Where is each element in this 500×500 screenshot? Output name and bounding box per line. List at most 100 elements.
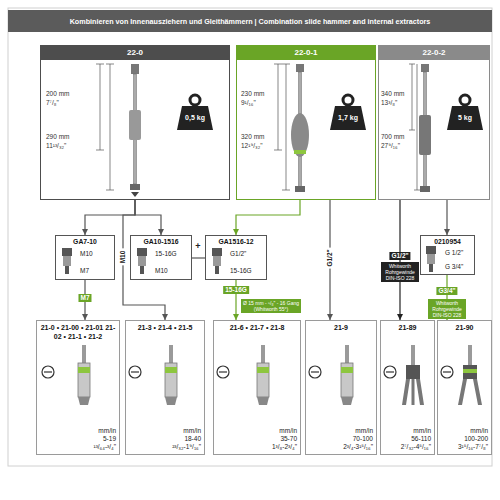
dimension-label: 11¹³/₃₂" bbox=[46, 142, 96, 150]
extractor-symbol bbox=[341, 345, 353, 405]
slide-hammer-box: 22-0-1 bbox=[236, 45, 376, 200]
dimension-label: 340 mm bbox=[381, 90, 411, 98]
adapter-box: GA7-10M10M7 bbox=[55, 235, 115, 280]
bore-icon bbox=[129, 366, 141, 378]
header-band bbox=[236, 45, 376, 59]
size-range: 2⁷/₃₂-4⁵/₁₆" bbox=[384, 443, 431, 451]
dimension-label: 200 mm bbox=[46, 90, 96, 98]
connector bbox=[399, 200, 400, 320]
adapter-symbol bbox=[62, 248, 72, 274]
thread-tag: + bbox=[193, 242, 202, 250]
adapter-symbol bbox=[426, 246, 436, 272]
size-range: 5-19 bbox=[40, 435, 116, 443]
extractor-symbol bbox=[458, 345, 482, 405]
frame bbox=[8, 8, 492, 466]
connector bbox=[192, 257, 205, 258]
adapter-symbol bbox=[137, 248, 147, 274]
size-range: mm/in bbox=[129, 427, 201, 435]
size-range: mm/in bbox=[441, 427, 488, 435]
weight-label: 0,5 kg bbox=[177, 114, 213, 122]
box-body: mm/in5-19¹³/₆₄-³/₄" bbox=[40, 427, 116, 451]
dimension-label: 9¹/₁₆" bbox=[241, 99, 277, 107]
box-heading: 22-0-2 bbox=[379, 46, 489, 60]
bore-icon bbox=[384, 366, 396, 378]
box-body: mm/in100-2003¹⁵/₁₆-7⁷/₈" bbox=[441, 427, 488, 451]
box-body: 15-16G M10 bbox=[131, 246, 191, 279]
size-range: mm/in bbox=[217, 427, 297, 435]
dimension-line bbox=[96, 64, 114, 190]
dimension-label: 13³/₈" bbox=[381, 99, 411, 107]
box-heading: GA7-10 bbox=[56, 236, 114, 246]
thread-note: Whitworth Rohrgewinde DIN-ISO 228 bbox=[428, 299, 466, 319]
slide-hammer-box: 22-0-2 bbox=[378, 45, 490, 200]
extractor-symbol bbox=[402, 345, 424, 405]
size-range: ²³/₃₂-1⁹/₁₆" bbox=[129, 443, 201, 451]
extractor-symbol bbox=[78, 345, 90, 405]
bore-icon bbox=[309, 366, 321, 378]
thread-tag: G3/4" bbox=[436, 287, 457, 295]
weight-label: 5 kg bbox=[447, 114, 483, 122]
dimension-line bbox=[274, 64, 290, 190]
thread-label: M10 bbox=[155, 267, 191, 275]
thread-tag: G1/2" bbox=[326, 247, 334, 268]
connector bbox=[85, 200, 135, 235]
box-heading: 21-6 • 21-7 • 21-8 bbox=[217, 324, 297, 333]
extractor-set-box: 21-6 • 21-7 • 21-8 mm/in35-701³/₈-2³/₄" bbox=[213, 320, 301, 455]
dimension-label: 230 mm bbox=[241, 90, 277, 98]
weight-label: 1,7 kg bbox=[330, 114, 366, 122]
extractor-set-box: 21-89 mm/in56-1102⁷/₃₂-4⁵/₁₆" bbox=[380, 320, 435, 455]
box-body: mm/in35-701³/₈-2³/₄" bbox=[217, 427, 297, 451]
size-range: 100-200 bbox=[441, 435, 488, 443]
size-range: 3¹⁵/₁₆-7⁷/₈" bbox=[441, 443, 488, 451]
thread-label: 15-16G bbox=[155, 250, 191, 258]
box-heading: 22-0 bbox=[41, 46, 229, 60]
thread-tag: M7 bbox=[78, 294, 91, 302]
box-heading: 21-89 bbox=[384, 324, 431, 333]
box-heading: 21-0 • 21-00 • 21-01 21-02 • 21-1 • 21-2 bbox=[40, 324, 116, 341]
adapter-box: GA10-151615-16GM10 bbox=[130, 235, 192, 280]
box-heading: 21-90 bbox=[441, 324, 488, 333]
thread-label: G 3/4" bbox=[445, 263, 474, 271]
connector bbox=[135, 200, 161, 235]
size-range: ¹³/₆₄-³/₄" bbox=[40, 443, 116, 451]
size-range: 2³/₄-3¹⁵/₁₆" bbox=[309, 443, 373, 451]
bore-icon bbox=[217, 366, 229, 378]
box-body: G1/2"15-16G bbox=[206, 246, 266, 279]
size-range: 56-110 bbox=[384, 435, 431, 443]
weight-symbol bbox=[330, 95, 366, 130]
thread-label: G 1/2" bbox=[445, 249, 474, 257]
extractor-symbol bbox=[165, 345, 177, 405]
size-range: 70-100 bbox=[309, 435, 373, 443]
header-band bbox=[40, 45, 230, 59]
extractor-set-box: 21-90 mm/in100-2003¹⁵/₁₆-7⁷/₈" bbox=[437, 320, 492, 455]
dimension-label: 12¹⁹/₃₂" bbox=[241, 142, 277, 150]
thread-label: M7 bbox=[80, 267, 114, 275]
adapter-box: GA1516-12G1/2"15-16G bbox=[205, 235, 267, 280]
bore-icon bbox=[441, 366, 453, 378]
box-heading: 21-3 • 21-4 • 21-5 bbox=[129, 324, 201, 333]
thread-tag: 15-16G bbox=[223, 286, 249, 294]
box-heading: 0210954 bbox=[421, 236, 474, 246]
header-band bbox=[378, 45, 490, 59]
dimension-label: 700 mm bbox=[381, 133, 411, 141]
dimension-label: 7⁷/₈" bbox=[46, 99, 96, 107]
adapter-box: 0210954 G 1/2" G 3/4" bbox=[420, 235, 475, 275]
box-body: mm/in70-1002³/₄-3¹⁵/₁₆" bbox=[309, 427, 373, 451]
adapter-symbol bbox=[212, 248, 222, 274]
box-heading: 22-0-1 bbox=[237, 46, 375, 60]
size-range: 35-70 bbox=[217, 435, 297, 443]
box-heading: GA1516-12 bbox=[206, 236, 266, 246]
size-range: mm/in bbox=[384, 427, 431, 435]
dimension-label: 290 mm bbox=[46, 133, 96, 141]
connector bbox=[446, 200, 447, 235]
extractor-set-box: 21-0 • 21-00 • 21-01 21-02 • 21-1 • 21-2… bbox=[36, 320, 120, 455]
thread-label: G1/2" bbox=[230, 250, 266, 258]
thread-tag: G1/2" bbox=[389, 252, 410, 260]
weight-symbol bbox=[177, 95, 213, 130]
bore-icon bbox=[42, 366, 54, 378]
slide-hammer-box: 22-0 bbox=[40, 45, 230, 200]
weight-symbol bbox=[447, 95, 483, 130]
connector bbox=[236, 200, 300, 235]
title-bar bbox=[8, 10, 492, 32]
